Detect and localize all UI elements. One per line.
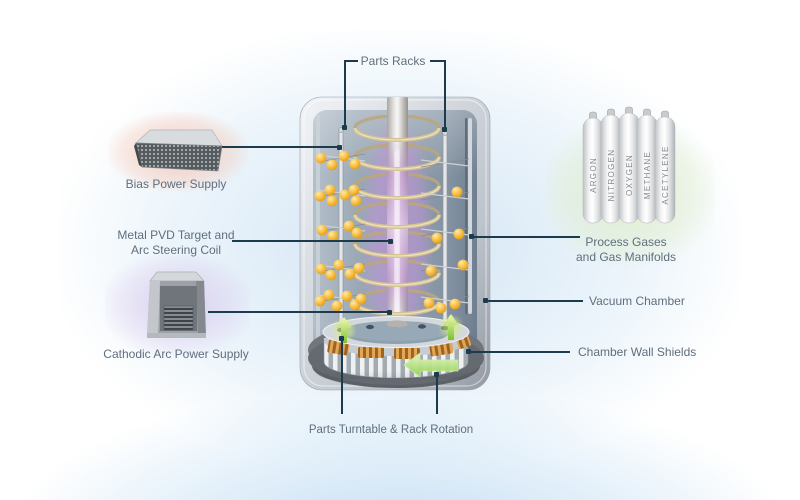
leader-turntable-right: [436, 376, 438, 414]
label-chamber-wall-shields: Chamber Wall Shields: [578, 345, 697, 359]
coated-part: [457, 259, 469, 271]
gas-cylinder-argon: ARGON: [582, 111, 604, 224]
coated-part: [326, 195, 338, 207]
leader-pvd-target: [232, 240, 390, 242]
leader-dot: [466, 349, 471, 354]
label-cathodic-arc-power-supply: Cathodic Arc Power Supply: [103, 347, 249, 361]
coated-part: [325, 269, 337, 281]
coated-part: [327, 230, 339, 242]
leader-dot: [388, 239, 393, 244]
gas-label: ARGON: [589, 157, 598, 193]
label-parts-turntable: Parts Turntable & Rack Rotation: [308, 424, 474, 436]
label-parts-racks: Parts Racks: [360, 54, 426, 68]
rotation-arrow-main: [403, 352, 459, 378]
leader-parts-racks-right-h: [430, 60, 446, 62]
process-gas-cylinders: ARGON NITROGEN OXYGEN METHANE ACETYLENE: [582, 106, 676, 224]
leader-dot: [469, 234, 474, 239]
gas-label: METHANE: [643, 151, 652, 199]
leader-process-gases: [473, 236, 580, 238]
parts-turntable: [308, 316, 484, 388]
rack-rotation-arrow-right: [441, 314, 461, 340]
pvd-target-column: [387, 97, 408, 335]
coated-part: [349, 158, 361, 170]
coated-part: [453, 228, 465, 240]
parts-racks-illustration: [314, 127, 470, 344]
coated-part: [355, 293, 367, 305]
coated-part: [431, 232, 443, 244]
coated-part: [315, 152, 327, 164]
bias-power-supply-unit: [134, 129, 223, 172]
leader-wall-shields: [470, 351, 570, 353]
coated-part: [339, 189, 351, 201]
leader-turntable-left: [341, 340, 343, 414]
gas-cylinder-acetylene: ACETYLENE: [654, 110, 676, 224]
leader-dot: [442, 127, 447, 132]
coated-part: [343, 220, 355, 232]
coated-part: [348, 184, 360, 196]
gas-label: NITROGEN: [607, 149, 616, 202]
leader-dot: [387, 310, 392, 315]
coated-part: [333, 259, 345, 271]
gas-manifold-tube: [465, 118, 472, 314]
gas-cylinder-oxygen: OXYGEN: [618, 106, 640, 224]
leader-dot: [434, 372, 439, 377]
leader-parts-racks-left-v: [344, 60, 346, 126]
leader-dot: [342, 125, 347, 130]
leader-dot: [337, 145, 342, 150]
parts-rack: [420, 130, 470, 344]
leader-parts-racks-left-h: [344, 60, 358, 62]
cathodic-arc-power-supply-unit: [147, 271, 206, 338]
coated-part: [326, 159, 338, 171]
coated-part: [338, 150, 350, 162]
gas-cylinder-nitrogen: NITROGEN: [600, 108, 622, 224]
label-pvd-target: Metal PVD Target and Arc Steering Coil: [117, 228, 235, 257]
column-hub: [386, 320, 408, 328]
coated-part: [314, 295, 326, 307]
coated-part: [324, 184, 336, 196]
coated-part: [435, 302, 447, 314]
leader-cathodic: [208, 311, 389, 313]
label-vacuum-chamber: Vacuum Chamber: [589, 294, 685, 308]
leader-vacuum-chamber: [487, 300, 583, 302]
coated-part: [451, 186, 463, 198]
label-bias-power-supply: Bias Power Supply: [125, 177, 227, 191]
coated-part: [331, 300, 343, 312]
coated-part: [316, 224, 328, 236]
coated-part: [423, 297, 435, 309]
coated-part: [323, 289, 335, 301]
gear-segments: [327, 334, 471, 359]
gas-label: OXYGEN: [625, 154, 634, 196]
coated-part: [350, 195, 362, 207]
coated-part: [449, 298, 461, 310]
leader-dot: [483, 298, 488, 303]
coated-part: [344, 268, 356, 280]
leader-parts-racks-right-v: [444, 60, 446, 129]
gas-label: ACETYLENE: [661, 145, 670, 204]
left-wall-highlight: [316, 114, 320, 372]
label-process-gases: Process Gases and Gas Manifolds: [575, 235, 677, 264]
gas-cylinder-methane: METHANE: [636, 108, 658, 224]
coated-part: [353, 262, 365, 274]
coated-part: [314, 190, 326, 202]
parts-rack: [314, 127, 367, 341]
leader-dot: [339, 336, 344, 341]
coated-part: [425, 265, 437, 277]
coated-part: [351, 227, 363, 239]
rack-rotation-arrow-left: [334, 317, 354, 343]
coated-part: [341, 290, 353, 302]
coated-part: [315, 263, 327, 275]
leader-bias: [222, 146, 339, 148]
